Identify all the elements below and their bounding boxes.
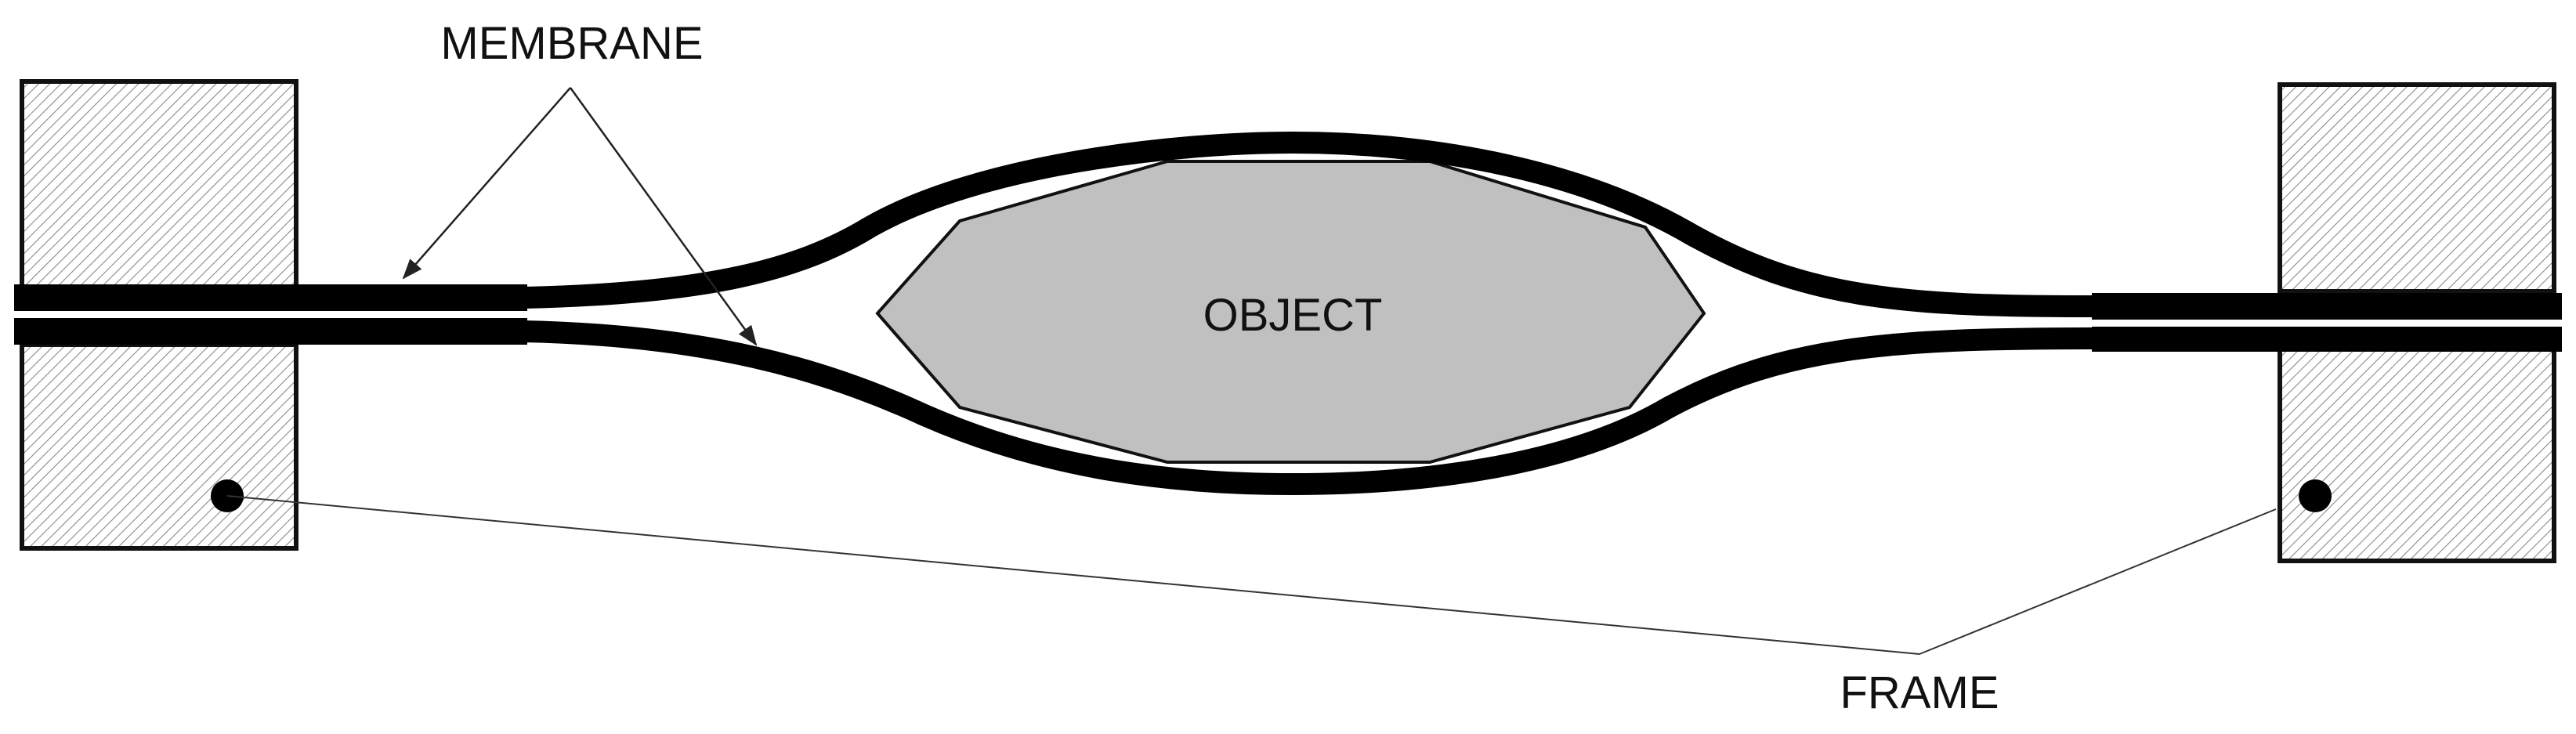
right-frame — [2278, 82, 2556, 563]
object-shape — [875, 160, 1706, 464]
membrane-arrow-left — [402, 87, 571, 280]
membrane-right-upper-strip — [2092, 293, 2562, 320]
right-frame-block-upper — [2278, 82, 2556, 294]
membrane-upper-layer — [523, 131, 2100, 318]
left-frame-block-lower — [20, 342, 298, 551]
frame-leader-left — [226, 495, 1920, 655]
left-frame — [20, 79, 298, 551]
membrane-lower-layer — [523, 320, 2100, 496]
frame-leader-right — [1919, 508, 2277, 655]
membrane-right-lower-strip — [2092, 327, 2562, 352]
membrane-left-upper-strip — [14, 284, 527, 311]
left-frame-block-upper — [20, 79, 298, 294]
membrane-label: MEMBRANE — [440, 18, 703, 69]
frame-label: FRAME — [1840, 667, 1999, 718]
object-label: OBJECT — [1203, 290, 1383, 341]
right-frame-block-lower — [2278, 342, 2556, 563]
membrane-arrow-right — [569, 87, 758, 346]
membrane-left-lower-strip — [14, 318, 527, 345]
right-frame-pin — [2299, 479, 2332, 512]
